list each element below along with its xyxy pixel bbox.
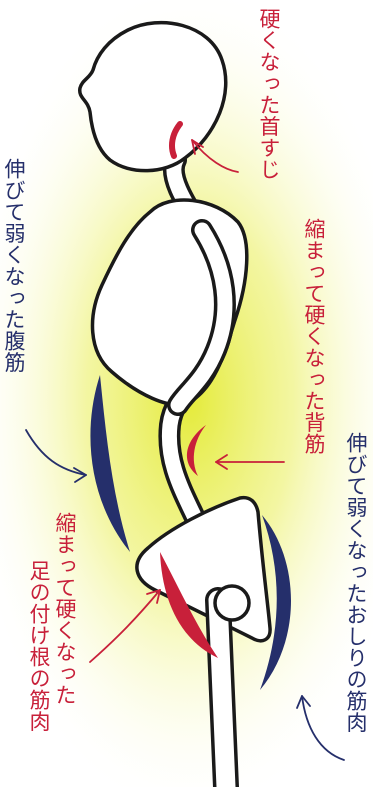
hip-joint: [215, 586, 249, 620]
label-tight-hip-flexors-line2: 足の付け根の筋肉: [27, 560, 51, 732]
label-tight-back: 縮まって硬くなった背筋: [302, 218, 326, 455]
label-stiff-neck: 硬くなった首すじ: [257, 8, 281, 180]
label-weak-glutes: 伸びて弱くなったおしりの筋肉: [344, 432, 368, 733]
label-tight-hip-flexors-line1: 縮まって硬くなった: [53, 512, 77, 706]
label-weak-abs: 伸びて弱くなった腹筋: [2, 158, 26, 373]
